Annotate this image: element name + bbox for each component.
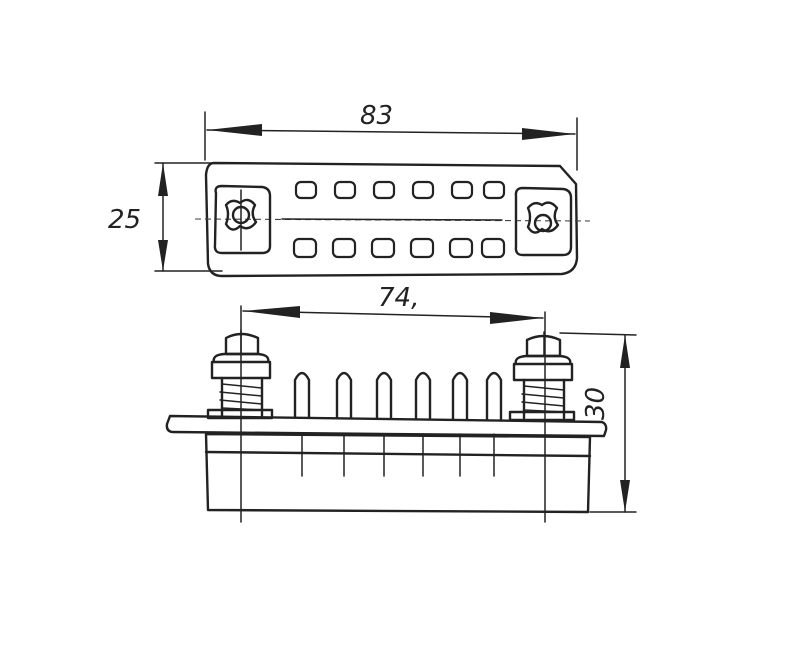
centerline-horizontal bbox=[194, 218, 591, 222]
pin-upper-6 bbox=[482, 180, 506, 200]
right-screw-base bbox=[508, 410, 576, 422]
pin-lower-2 bbox=[331, 237, 357, 259]
right-screw-hole bbox=[533, 213, 553, 233]
centerline-mid bbox=[281, 218, 503, 221]
pin-upper-2 bbox=[333, 180, 357, 200]
pin-upper-5 bbox=[450, 180, 474, 200]
arrow-25-top bbox=[158, 163, 168, 196]
dim-line-83 bbox=[206, 129, 576, 135]
left-screw-boss bbox=[213, 184, 272, 255]
right-screw-boss bbox=[514, 186, 573, 257]
left-screw-base bbox=[206, 408, 274, 420]
left-screw-collar bbox=[212, 352, 270, 364]
side-pin-1 bbox=[293, 371, 311, 419]
side-view: 74, 30 bbox=[165, 283, 637, 523]
dim-label-30: 30 bbox=[581, 387, 611, 420]
arrow-25-bottom bbox=[158, 240, 168, 271]
pin-upper-3 bbox=[372, 180, 396, 200]
arrow-83-left bbox=[207, 124, 262, 136]
body-outline-top bbox=[204, 161, 579, 278]
side-pin-5 bbox=[451, 371, 469, 421]
pin-lower-5 bbox=[448, 237, 474, 259]
body-block bbox=[204, 432, 592, 514]
right-screw-cap bbox=[525, 334, 562, 358]
right-screw-spring bbox=[521, 385, 565, 413]
pin-centerlines bbox=[301, 433, 495, 477]
arrow-30-bottom bbox=[620, 480, 630, 512]
top-view: 83 25 bbox=[108, 101, 591, 278]
right-screw-washer bbox=[512, 362, 574, 382]
body-step-line bbox=[204, 450, 592, 458]
arrow-74-right bbox=[490, 312, 543, 324]
side-pin-2 bbox=[335, 371, 353, 420]
dim-label-83: 83 bbox=[360, 101, 393, 131]
left-screw-washer bbox=[210, 360, 272, 380]
left-screw-head bbox=[224, 198, 258, 231]
right-screw-collar bbox=[514, 354, 572, 366]
right-screw-head bbox=[526, 201, 560, 234]
left-screw-spring bbox=[219, 383, 263, 411]
ext-line-30-top bbox=[559, 332, 637, 336]
pin-lower-3 bbox=[370, 237, 396, 259]
pin-row-upper bbox=[294, 180, 506, 200]
side-pin-6 bbox=[485, 371, 503, 422]
side-pins bbox=[293, 371, 503, 422]
mounting-flange bbox=[165, 414, 608, 438]
arrow-30-top bbox=[620, 335, 630, 368]
dim-label-25: 25 bbox=[108, 205, 141, 235]
pin-upper-1 bbox=[294, 180, 318, 200]
pin-lower-6 bbox=[480, 237, 506, 259]
side-pin-3 bbox=[375, 371, 393, 420]
left-screw-cap bbox=[224, 332, 260, 356]
side-pin-4 bbox=[414, 371, 432, 421]
pin-lower-1 bbox=[292, 237, 318, 259]
arrow-83-right bbox=[522, 128, 575, 140]
arrow-74-left bbox=[243, 306, 300, 318]
pin-row-lower bbox=[292, 237, 506, 259]
pin-lower-4 bbox=[409, 237, 435, 259]
dim-label-74: 74, bbox=[378, 283, 419, 313]
pin-upper-4 bbox=[411, 180, 435, 200]
